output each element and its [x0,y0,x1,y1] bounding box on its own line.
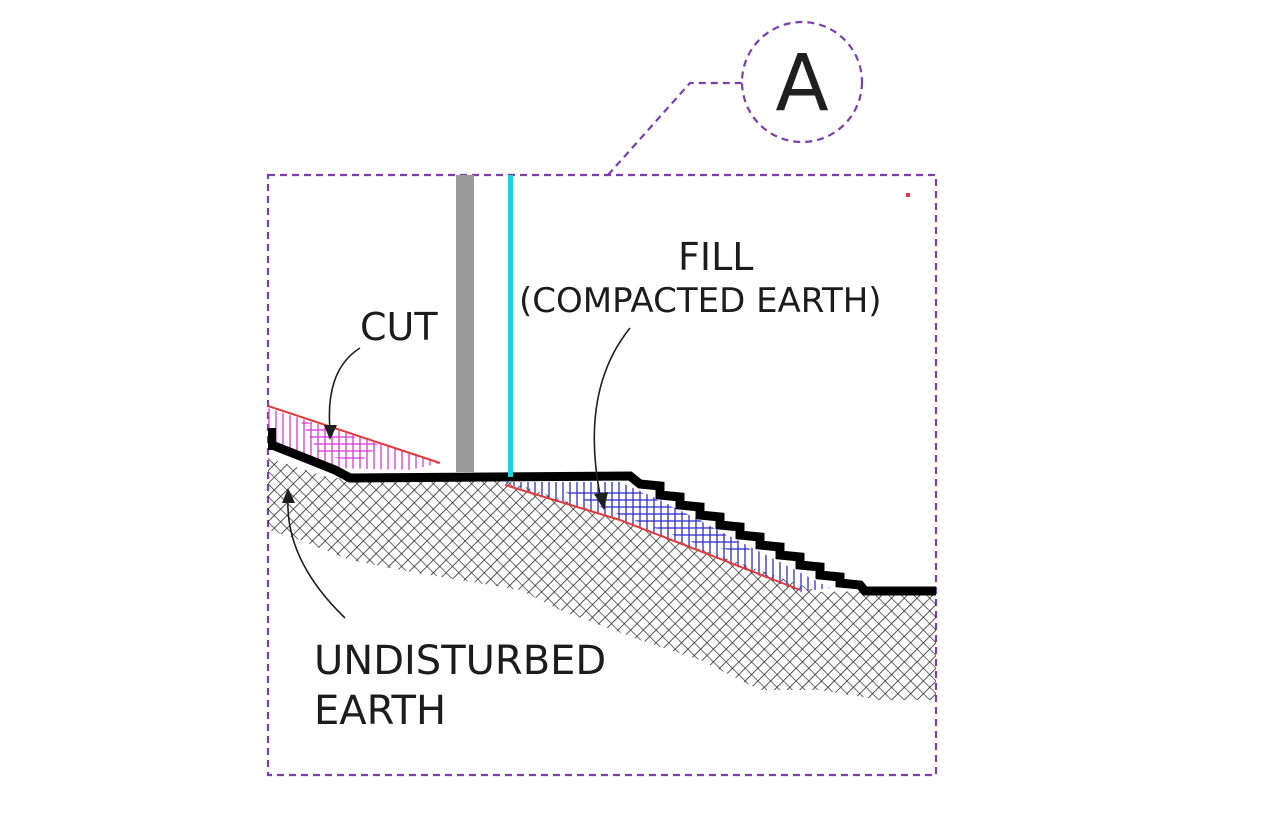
callout-leader [607,81,742,176]
cut-leader [324,347,361,440]
label-cut: CUT [360,305,438,349]
undisturbed-leader [282,488,346,619]
finished-grade-line [268,428,936,596]
cyan-line [508,175,513,477]
label-earth: EARTH [314,688,446,734]
detail-callout: A [607,20,864,176]
label-compacted-earth: (COMPACTED EARTH) [519,281,882,321]
cut-zone [268,405,441,470]
grey-post [456,175,474,472]
callout-letter: A [775,39,828,129]
callout-circle [740,20,864,144]
red-mark [906,193,910,197]
undisturbed-earth-hatch [268,458,936,700]
fill-zone [500,482,830,592]
label-fill: FILL [678,235,753,279]
fill-leader [593,327,631,510]
label-undisturbed: UNDISTURBED [314,638,606,684]
